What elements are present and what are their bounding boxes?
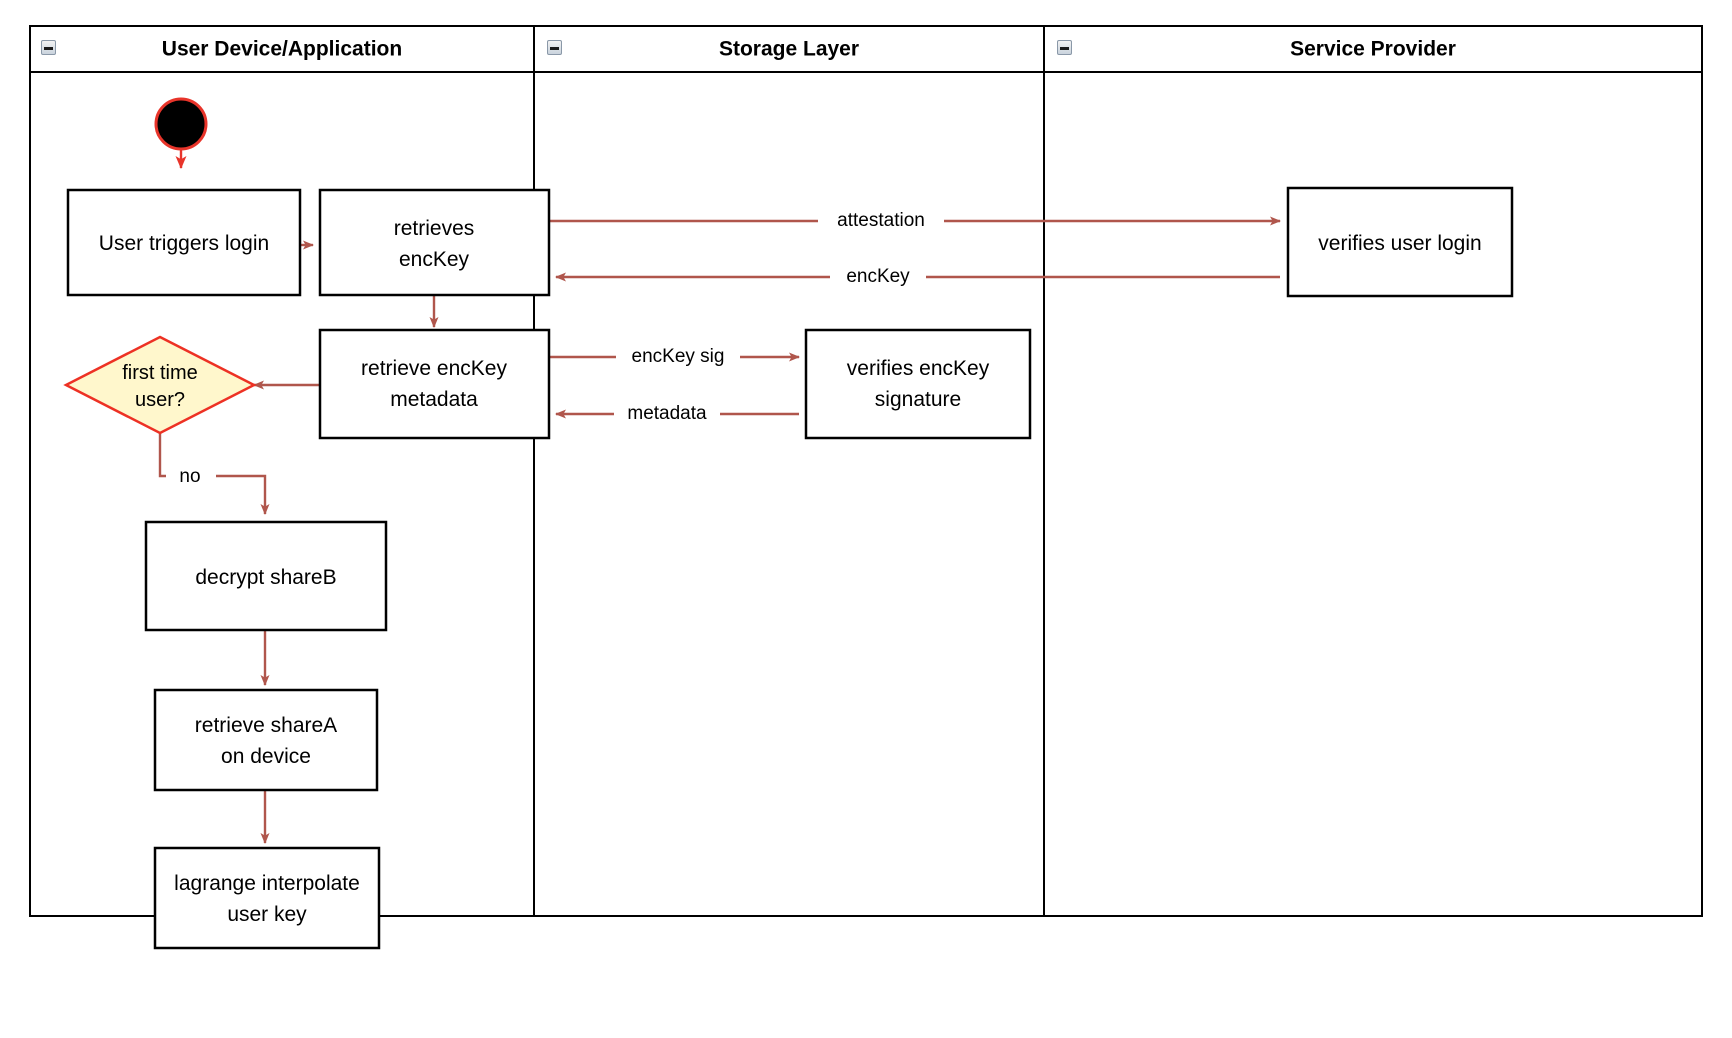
node-label-decrypt-shareb: decrypt shareB (195, 566, 336, 589)
node-label-decision-line1: first time (122, 362, 198, 384)
node-label-verifies-sig-line1: verifies encKey (847, 357, 990, 380)
node-retrieve-enckey-metadata[interactable]: retrieve encKey metadata (318, 328, 551, 440)
node-label-user-triggers-login: User triggers login (99, 232, 269, 255)
edge-label-enckey-sig: encKey sig (632, 346, 725, 367)
node-first-time-user-decision[interactable]: first time user? (63, 335, 257, 435)
node-label-retrieve-sharea-line2: on device (221, 745, 311, 768)
edge-label-no: no (179, 466, 200, 487)
minus-box-icon-storage-layer[interactable] (547, 40, 562, 55)
node-label-verifies-sig-line2: signature (875, 388, 961, 411)
node-label-retrieves-enckey-line1: retrieves (394, 217, 475, 240)
minus-box-icon-user-device[interactable] (41, 40, 56, 55)
lane-title-storage-layer: Storage Layer (719, 38, 859, 61)
edge-enckey-sig: encKey sig (549, 344, 800, 371)
edge-enckey-back: encKey (555, 264, 1280, 291)
node-label-decision-line2: user? (135, 389, 185, 411)
edge-label-enckey: encKey (846, 266, 910, 287)
node-label-retrieve-metadata-line1: retrieve encKey (361, 357, 507, 380)
lane-title-service-provider: Service Provider (1290, 38, 1456, 61)
minus-box-icon-service-provider[interactable] (1057, 40, 1072, 55)
node-lagrange-interpolate-user-key[interactable]: lagrange interpolate user key (153, 846, 381, 950)
node-label-lagrange-line2: user key (227, 903, 307, 926)
node-retrieves-enckey[interactable]: retrieves encKey (318, 188, 551, 297)
node-user-triggers-login[interactable]: User triggers login (66, 188, 302, 297)
node-label-verifies-user-login: verifies user login (1318, 232, 1481, 255)
node-verifies-user-login[interactable]: verifies user login (1286, 186, 1514, 298)
node-label-retrieves-enckey-line2: encKey (399, 248, 470, 271)
node-decrypt-shareb[interactable]: decrypt shareB (144, 520, 388, 632)
lane-title-user-device: User Device/Application (162, 38, 402, 61)
node-retrieve-sharea-on-device[interactable]: retrieve shareA on device (153, 688, 379, 792)
edge-metadata-back: metadata (555, 401, 799, 428)
node-label-retrieve-sharea-line1: retrieve shareA (195, 714, 337, 737)
node-verifies-enckey-signature[interactable]: verifies encKey signature (804, 328, 1032, 440)
edge-label-attestation: attestation (837, 210, 925, 231)
edge-decision-no: no (158, 424, 270, 515)
start-node[interactable] (154, 97, 208, 151)
node-label-lagrange-line1: lagrange interpolate (174, 872, 360, 895)
node-label-retrieve-metadata-line2: metadata (390, 388, 478, 411)
edge-attestation: attestation (549, 207, 1281, 234)
edge-label-metadata: metadata (627, 403, 707, 424)
